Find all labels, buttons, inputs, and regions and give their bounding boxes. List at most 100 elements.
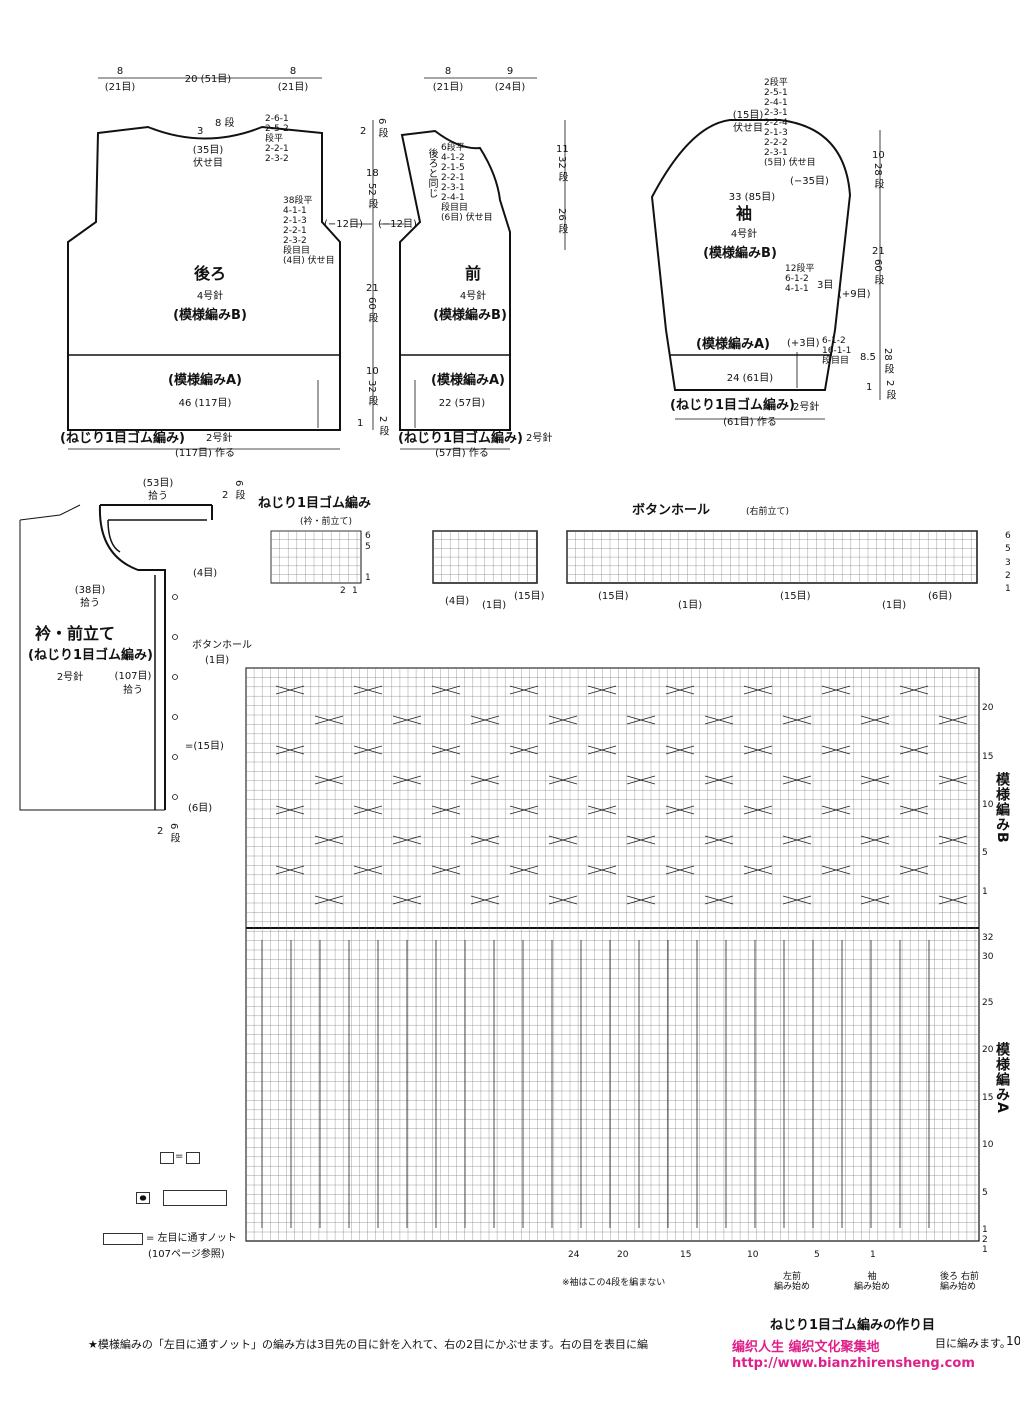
- watermark-url: http://www.bianzhirensheng.com: [732, 1356, 975, 1371]
- back-width-right-st: (21目): [277, 82, 309, 93]
- watermark-title: 编织人生 编织文化聚集地: [732, 1340, 880, 1355]
- collar-pick-front2: 拾う: [123, 685, 143, 696]
- cast-on-title: ねじり1目ゴム編みの作り目: [770, 1318, 936, 1333]
- dim-front-h1: 11: [556, 144, 569, 155]
- back-needle: 4号針: [196, 291, 224, 302]
- bh-label-15c: (15目): [780, 591, 811, 602]
- back-title: 後ろ: [193, 264, 227, 283]
- legend-blank-eq: =: [175, 1151, 184, 1162]
- sleeve-cap-count: (−35目): [790, 176, 829, 187]
- bh-row-6: 6: [1005, 531, 1011, 541]
- back-armhole-count: (−12目): [324, 219, 363, 230]
- sleeve-inc-lower-count: (+3目): [787, 338, 820, 349]
- col-1: 1: [870, 1250, 876, 1260]
- rib-row-1: 1: [365, 573, 371, 583]
- a-row-5: 5: [982, 1188, 988, 1198]
- button-mark-icon: [172, 594, 178, 600]
- button-mark-icon: [172, 714, 178, 720]
- col-24: 24: [568, 1250, 580, 1260]
- dim-sl-h2-rows: 60 段: [872, 259, 883, 285]
- front-outline: [399, 129, 511, 431]
- col-15: 15: [680, 1250, 692, 1260]
- legend-knot-text: = 左目に通すノット: [146, 1233, 237, 1244]
- front-pattern-b: (模様編みB): [433, 308, 507, 323]
- dim-back-h2: 18: [366, 168, 379, 179]
- rib-row-5: 5: [365, 542, 371, 552]
- dim-back-h2-rows: 52 段: [366, 183, 377, 209]
- back-rib-needle: 2号針: [206, 433, 233, 444]
- front-cast-on: (57目) 作る: [435, 448, 489, 459]
- sleeve-outline: [650, 119, 852, 391]
- a-row-2b: 2: [982, 1235, 988, 1245]
- collar-needle: 2号針: [56, 672, 84, 683]
- a-row-15: 15: [982, 1093, 994, 1103]
- back-neck-rows: 8 段: [215, 118, 235, 129]
- legend-knot-dot-icon: [136, 1192, 150, 1204]
- back-neck-bind2: 伏せ目: [193, 158, 223, 169]
- a-row-1: 1: [982, 1225, 988, 1235]
- back-rib: (ねじり1目ゴム編み): [60, 431, 185, 446]
- bh-label-1b: (1目): [678, 600, 703, 611]
- collar-fifteen: =(15目): [185, 741, 224, 752]
- button-mark-icon: [172, 674, 178, 680]
- collar-four: (4目): [193, 568, 218, 579]
- chart-label-b: 模様編みB: [994, 772, 1010, 844]
- sleeve-inc-upper: 12段平 6-1-2 4-1-1: [785, 264, 815, 294]
- bh-row-3: 3: [1005, 558, 1011, 568]
- sleeve-pattern-a: (模様編みA): [696, 337, 770, 352]
- dim-sl-h1: 10: [872, 150, 885, 161]
- back-width-right: 8: [289, 66, 297, 77]
- back-neck-depth: 3: [197, 126, 204, 137]
- rib-col-2: 2: [340, 586, 346, 596]
- page-number: 10: [1006, 1334, 1020, 1348]
- dim-back-h4: 10: [366, 366, 379, 377]
- sleeve-cap-dec: 2段平 2-5-1 2-4-1 2-3-1 2-2-4 2-1-3 2-2-2 …: [764, 78, 816, 168]
- start-back-right: 後ろ 右前 編み始め: [940, 1272, 979, 1292]
- collar-top-rows: 2: [222, 490, 229, 501]
- back-cast-on: (117目) 作る: [174, 448, 236, 459]
- legend-ref: (107ページ参照): [148, 1249, 225, 1260]
- a-row-1b: 1: [982, 1245, 988, 1255]
- collar-bottom-rows2: 6 段: [168, 823, 179, 843]
- bh-label-6: (6目): [928, 591, 953, 602]
- sleeve-needle: 4号針: [730, 229, 758, 240]
- front-armhole-count: (−12目): [378, 219, 417, 230]
- sleeve-cast-on: (61目) 作る: [723, 417, 777, 428]
- dim-back-h3: 21: [366, 283, 379, 294]
- rib-col-1: 1: [352, 586, 358, 596]
- sleeve-rib: (ねじり1目ゴム編み): [670, 398, 795, 413]
- collar-pick-mid2: 拾う: [80, 598, 100, 609]
- back-body-width: 46 (117目): [178, 398, 232, 409]
- a-row-32: 32: [982, 933, 994, 943]
- chart-label-a: 模様編みA: [994, 1042, 1010, 1114]
- back-pattern-b: (模様編みB): [173, 308, 247, 323]
- front-needle: 4号針: [459, 291, 487, 302]
- dim-back-h1-rows: 6 段: [376, 118, 387, 138]
- button-mark-icon: [172, 754, 178, 760]
- sleeve-inc-lower: 6-1-2 16-1-1 段目目: [822, 336, 852, 366]
- dim-back-h4-rows: 32 段: [366, 380, 377, 406]
- bh-label-1c: (1目): [882, 600, 907, 611]
- bh-label-15b: (15目): [598, 591, 629, 602]
- bh-label-1a: (1目): [482, 600, 507, 611]
- b-row-10: 10: [982, 800, 994, 810]
- dim-back-h5: 1: [357, 418, 364, 429]
- bh-label-15a: (15目): [514, 591, 545, 602]
- sleeve-cap-bind: (15目): [732, 110, 764, 121]
- col-10: 10: [747, 1250, 759, 1260]
- rib-chart-subtitle: (衿・前立て): [300, 517, 353, 527]
- front-same-as-back: 後ろと同じ: [426, 148, 437, 198]
- collar-pick-top: (53目): [142, 478, 174, 489]
- collar-pick-front: (107目): [114, 671, 152, 682]
- back-armhole-dec: 38段平 4-1-1 2-1-3 2-2-1 2-3-2 段目目 (4目) 伏せ…: [283, 196, 335, 266]
- collar-top-rows2: 6 段: [233, 480, 244, 500]
- back-width-left: 8: [116, 66, 124, 77]
- b-row-15: 15: [982, 752, 994, 762]
- front-body-width: 22 (57目): [438, 398, 486, 409]
- note-sleeve: ※袖はこの4段を編まない: [562, 1278, 666, 1288]
- collar-pick-mid: (38目): [74, 585, 106, 596]
- footer-note-tail: 目に編みます。: [935, 1337, 1011, 1350]
- dim-back-h5-rows: 2 段: [377, 416, 388, 436]
- legend-blank-box: [160, 1152, 174, 1164]
- dim-back-h1: 2: [360, 126, 367, 137]
